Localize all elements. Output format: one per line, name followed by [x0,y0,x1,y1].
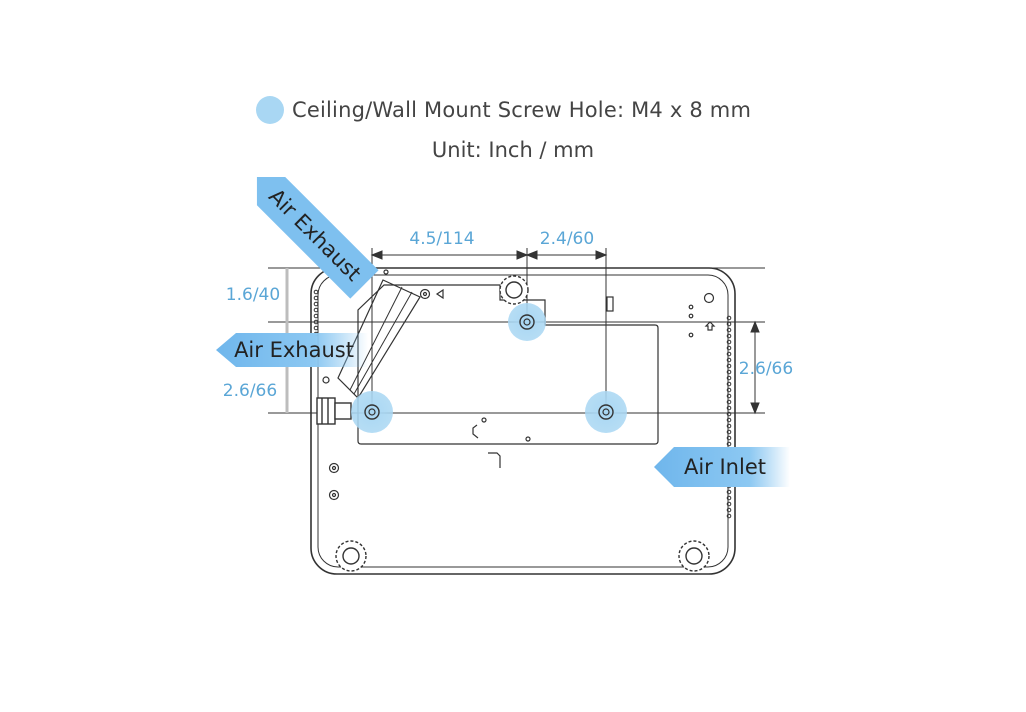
air-exhaust-left-arrow: Air Exhaust [216,333,368,367]
screw-hole-legend-icon [256,96,284,124]
screw-hole-left [351,391,393,433]
air-exhaust-diagonal-arrow: Air Exhaust [256,176,379,299]
side-connector [316,397,352,425]
legend-text: Ceiling/Wall Mount Screw Hole: M4 x 8 mm [292,98,752,122]
detail-marks [322,269,716,501]
dimension-top-right: 2.4/60 [540,229,594,249]
air-exhaust-left-label: Air Exhaust [234,338,354,362]
legend: Ceiling/Wall Mount Screw Hole: M4 x 8 mm [256,96,751,124]
dimension-left-lower: 2.6/66 [223,381,277,401]
left-vents [313,289,319,337]
screw-hole-top [508,303,546,341]
dimension-top-left: 4.5/114 [409,229,474,249]
air-inlet-label: Air Inlet [684,455,766,479]
screw-holes [351,303,627,433]
top-dimension-arrows [370,250,760,415]
air-inlet-arrow: Air Inlet [654,447,790,487]
feet [335,275,710,572]
unit-label: Unit: Inch / mm [431,138,595,162]
dimension-right: 2.6/66 [739,359,793,379]
air-exhaust-diagonal-label: Air Exhaust [264,184,366,286]
dimension-left-upper: 1.6/40 [226,285,280,305]
screw-hole-right [585,391,627,433]
